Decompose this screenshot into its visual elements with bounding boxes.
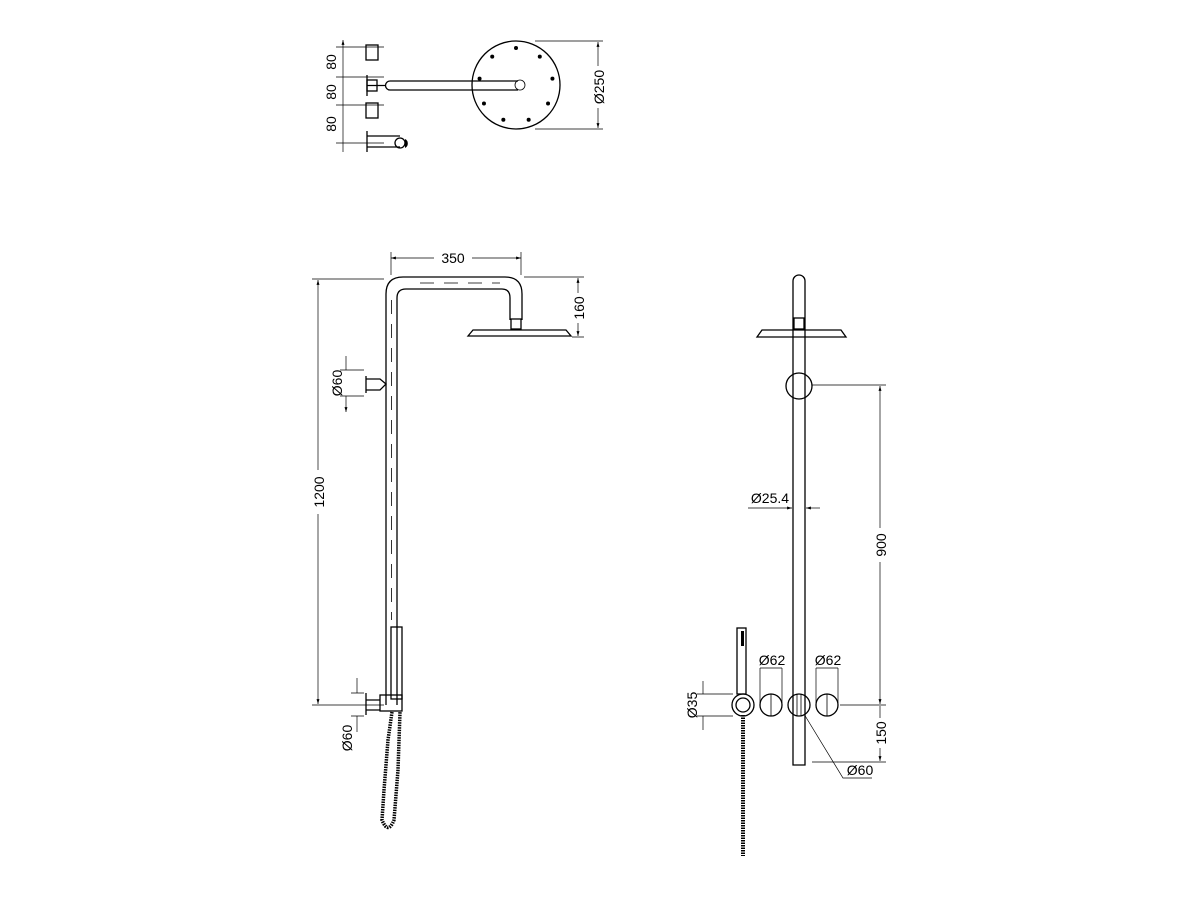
holder-diameter-label: Ø60 [339, 725, 355, 752]
nozzle-dot [550, 76, 555, 81]
head-drop-dimension: 160 [524, 276, 587, 338]
shower-head-side [755, 317, 848, 338]
side-elevation: Ø25.4 900 150 Ø35 Ø62 Ø62 Ø60 [684, 274, 889, 856]
shower-head-front [466, 318, 573, 337]
pipe-diameter-label: Ø25.4 [751, 490, 789, 506]
front-elevation: 350 160 1200 Ø60 Ø60 [310, 248, 587, 830]
overall-height-label: 1200 [311, 476, 327, 507]
elbow-diameter-dimension: Ø35 [684, 681, 733, 730]
diverter-side [785, 372, 813, 400]
diverter-diameter-leader: Ø60 [803, 713, 874, 779]
overall-height-dimension: 1200 [310, 278, 384, 706]
hand-shower-front [365, 626, 403, 715]
spacing-label-2: 80 [323, 84, 339, 100]
spacing-label-1: 80 [323, 54, 339, 70]
nozzle-dot [537, 54, 542, 59]
valve-spacing-label: 900 [873, 533, 889, 557]
head-diameter-label: Ø250 [591, 70, 607, 104]
hand-shower-side [736, 627, 747, 856]
spacing-label-3: 80 [323, 116, 339, 132]
hose-front [380, 711, 402, 830]
mixer-caps-plan [365, 44, 408, 152]
head-diameter-dimension: Ø250 [535, 40, 607, 130]
plan-view: 80 80 80 Ø250 [323, 40, 607, 152]
shower-arm-plan [366, 75, 518, 96]
valves-side [731, 693, 839, 717]
valve1-diameter-label: Ø62 [759, 652, 786, 668]
nozzle-dot [490, 54, 495, 59]
nozzle-dot [546, 101, 551, 106]
valve2-diameter-label: Ø62 [815, 652, 842, 668]
head-drop-label: 160 [571, 296, 587, 320]
valve-spacing-dimension: 900 150 [812, 384, 889, 763]
riser-pipe-side [792, 274, 806, 766]
pipe-diameter-dimension: Ø25.4 [748, 490, 820, 510]
elbow-diameter-label: Ø35 [684, 692, 700, 719]
lower-offset-label: 150 [873, 721, 889, 745]
diverter-front [365, 376, 387, 393]
holder-diameter-dimension: Ø60 [339, 678, 364, 751]
plan-spacing-dimensions: 80 80 80 [323, 40, 384, 152]
nozzle-dot [514, 46, 518, 50]
diverter-diameter-dimension: Ø60 [329, 356, 364, 412]
riser-pipe [385, 276, 523, 705]
valve2-diameter-dimension: Ø62 [815, 652, 842, 705]
arm-width-dimension: 350 [390, 248, 522, 275]
nozzle-dot [477, 76, 482, 81]
nozzle-dot [526, 117, 531, 122]
side-diverter-diameter-label: Ø60 [847, 762, 874, 778]
shower-head-plan [471, 40, 561, 130]
diverter-diameter-label: Ø60 [329, 370, 345, 397]
nozzle-dot [481, 101, 486, 106]
nozzle-dot [501, 117, 506, 122]
arm-width-label: 350 [441, 250, 465, 266]
valve1-diameter-dimension: Ø62 [759, 652, 786, 705]
